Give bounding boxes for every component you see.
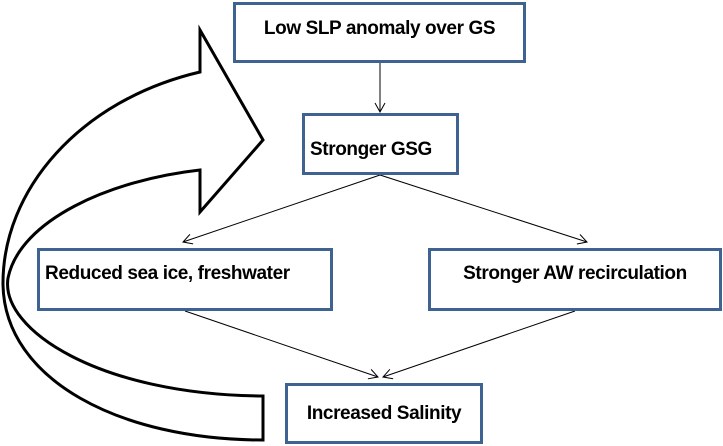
node-label: Reduced sea ice, freshwater (45, 263, 290, 284)
node-stronger-aw-recirculation: Stronger AW recirculation (428, 248, 722, 311)
node-label: Low SLP anomaly over GS (263, 18, 496, 39)
arrow-gsg-to-ice (182, 174, 381, 245)
node-reduced-sea-ice: Reduced sea ice, freshwater (37, 248, 333, 311)
arrow-ice-to-sal (184, 310, 379, 380)
node-label: Stronger AW recirculation (463, 263, 687, 284)
arrow-aw-to-sal (382, 310, 576, 380)
feedback-curved-arrow (1, 24, 265, 442)
arrow-gsg-to-aw (379, 174, 588, 245)
node-label: Increased Salinity (306, 403, 462, 424)
node-increased-salinity: Increased Salinity (285, 383, 483, 444)
node-stronger-gsg: Stronger GSG (302, 113, 459, 175)
node-low-slp-anomaly: Low SLP anomaly over GS (233, 2, 526, 63)
node-label: Stronger GSG (310, 139, 432, 160)
